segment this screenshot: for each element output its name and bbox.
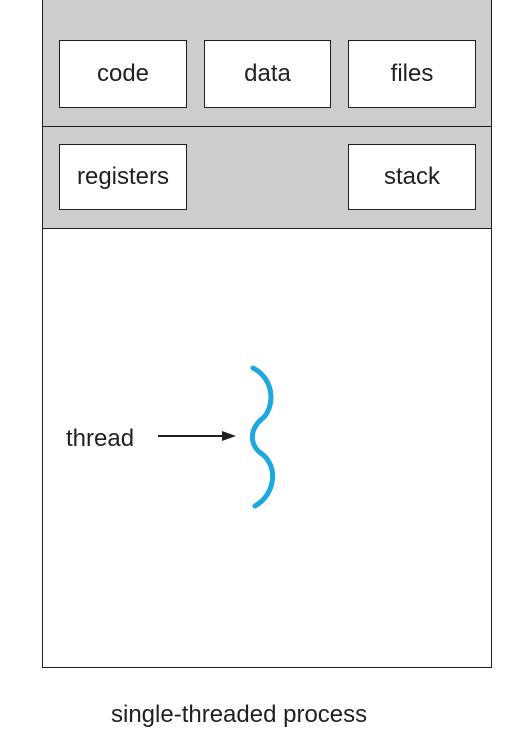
- files-box: files: [348, 40, 476, 108]
- data-box: data: [204, 40, 331, 108]
- stack-label: stack: [383, 163, 440, 190]
- process-frame: code data files registers stack: [42, 0, 492, 668]
- code-label: code: [96, 60, 150, 87]
- stack-box: stack: [348, 144, 476, 210]
- diagram-caption: single-threaded process: [111, 701, 368, 728]
- thread-resources-band: registers stack: [43, 127, 491, 229]
- code-box: code: [59, 40, 187, 108]
- data-label: data: [244, 60, 291, 87]
- registers-box: registers: [59, 144, 187, 210]
- files-label: files: [390, 60, 434, 87]
- registers-label: registers: [76, 163, 170, 190]
- shared-resources-band: code data files: [43, 0, 491, 127]
- thread-label: thread: [66, 425, 135, 452]
